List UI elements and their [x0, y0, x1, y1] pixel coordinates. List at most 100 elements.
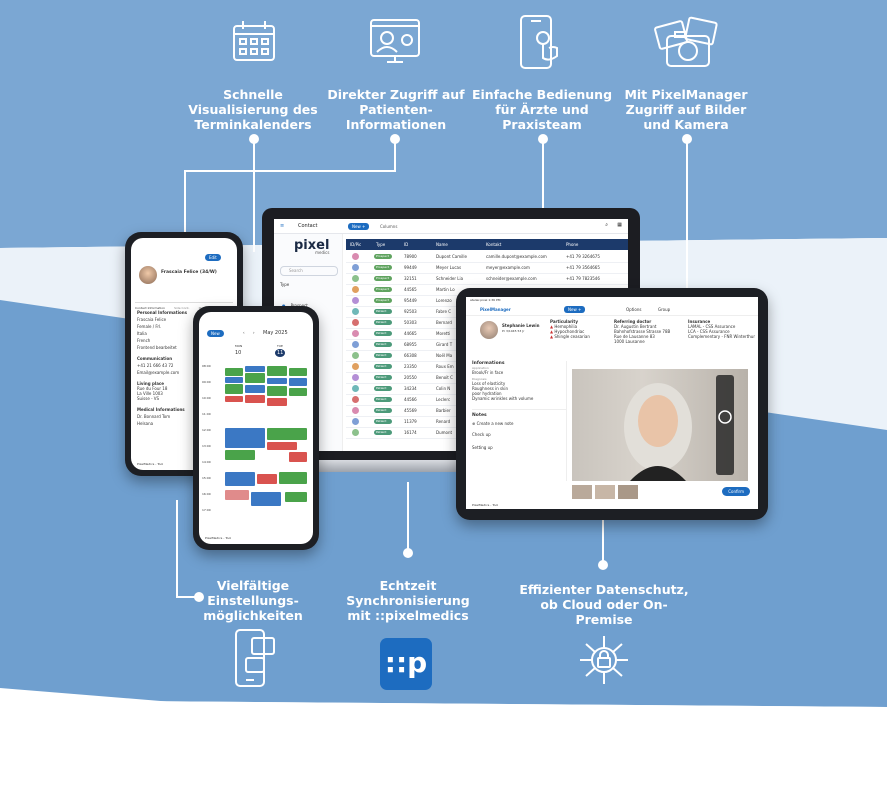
devices-settings-icon — [235, 629, 275, 687]
connector-line — [407, 482, 409, 552]
avatar — [480, 321, 498, 339]
connector-line — [542, 139, 544, 211]
appointment-block[interactable] — [225, 450, 255, 460]
appointment-block[interactable] — [225, 472, 255, 486]
table-cell-email: schneider@example.com — [486, 276, 537, 281]
appointment-block[interactable] — [267, 398, 287, 406]
appointment-block[interactable] — [225, 396, 243, 402]
calendar-month: May 2025 — [263, 330, 288, 336]
info-panel: Informations Application Brook/Fr in fac… — [472, 361, 567, 481]
avatar — [352, 275, 359, 282]
appointment-block[interactable] — [225, 490, 249, 500]
table-cell-id: 23350 — [404, 364, 417, 369]
avatar — [352, 341, 359, 348]
type-badge: Patient — [374, 419, 392, 424]
table-cell-id: 78900 — [404, 254, 417, 259]
tab-contact-info[interactable]: Contact Information — [135, 306, 165, 310]
tab-side-cont[interactable]: Side Cont. — [174, 306, 190, 310]
appointment-block[interactable] — [257, 474, 277, 484]
avatar — [352, 385, 359, 392]
phone-edit-button[interactable]: Edit — [205, 254, 221, 261]
avatar — [352, 429, 359, 436]
appointment-block[interactable] — [245, 373, 265, 383]
pixelmedics-logo-icon: ::p — [380, 638, 432, 690]
table-cell-name: Dupont Camille — [436, 254, 467, 259]
time-label: 09:00 — [202, 380, 211, 384]
grid-icon[interactable]: ▦ — [617, 222, 622, 228]
table-cell-name: Girard T — [436, 342, 453, 347]
particularity-block: Particularity ▲ Hemophilia ▲ Hypochondri… — [550, 319, 590, 339]
connector-line — [602, 520, 604, 566]
table-cell-phone: +41 79 3564665 — [566, 265, 600, 270]
group-button[interactable]: Group — [658, 307, 671, 312]
appointment-block[interactable] — [267, 378, 287, 384]
time-label: 17:00 — [202, 508, 211, 512]
table-cell-id: 95449 — [404, 298, 417, 303]
type-badge: Patient — [374, 364, 392, 369]
avatar — [352, 286, 359, 293]
selected-day[interactable]: 11 — [275, 349, 286, 357]
table-cell-name: Colin N — [436, 386, 451, 391]
feature-sync-label: Echtzeit Synchronisierung mit ::pixelmed… — [346, 578, 470, 623]
next-icon[interactable]: › — [253, 330, 255, 335]
table-cell-id: 44565 — [404, 287, 417, 292]
appointment-block[interactable] — [245, 395, 265, 403]
appointment-block[interactable] — [267, 386, 287, 396]
appointment-block[interactable] — [245, 366, 265, 372]
patient-name: Stephanie Lewin — [502, 323, 540, 328]
appointment-block[interactable] — [267, 442, 297, 450]
calendar-grid — [223, 364, 309, 524]
connector-line — [394, 139, 396, 171]
table-cell-id: 45569 — [404, 408, 417, 413]
calendar-new-button[interactable]: New — [207, 330, 224, 337]
table-cell-id: 68955 — [404, 342, 417, 347]
time-label: 14:00 — [202, 460, 211, 464]
tablet: atelier.pixel 1:36 PM PixelManager New +… — [456, 288, 768, 520]
create-note-button[interactable]: ⊕ Create a new note — [472, 421, 514, 426]
options-button[interactable]: Options — [626, 307, 642, 312]
table-cell-id: 34234 — [404, 386, 417, 391]
table-cell-name: Lorenzo — [436, 298, 452, 303]
new-button[interactable]: New + — [348, 223, 370, 230]
appointment-block[interactable] — [225, 377, 243, 383]
connector-dot — [682, 134, 692, 144]
appointment-block[interactable] — [289, 368, 307, 376]
avatar — [352, 352, 359, 359]
connector-dot — [598, 560, 608, 570]
table-cell-name: Dumont — [436, 430, 453, 435]
appointment-block[interactable] — [225, 368, 243, 376]
appointment-block[interactable] — [245, 385, 265, 393]
avatar — [352, 319, 359, 326]
tablet-new-button[interactable]: New + — [564, 306, 586, 313]
appointment-block[interactable] — [267, 428, 307, 440]
avatar — [352, 308, 359, 315]
filter-item-prospect[interactable]: ● Prospect — [282, 292, 308, 311]
confirm-button[interactable]: Confirm — [722, 487, 750, 496]
appointment-block[interactable] — [289, 388, 307, 396]
table-cell-id: 50303 — [404, 320, 417, 325]
search-icon[interactable]: ⌕ — [605, 222, 608, 228]
appointment-block[interactable] — [279, 472, 307, 484]
appointment-block[interactable] — [289, 452, 307, 462]
appointment-block[interactable] — [289, 378, 307, 386]
appointment-block[interactable] — [225, 384, 243, 394]
appointment-block[interactable] — [285, 492, 307, 502]
tablet-title: PixelManager — [480, 307, 511, 312]
appointment-block[interactable] — [251, 492, 281, 506]
table-cell-email: meyer@example.com — [486, 265, 530, 270]
thumbnail-strip[interactable] — [572, 485, 642, 499]
appointment-block[interactable] — [225, 428, 265, 448]
columns-button[interactable]: Columns — [380, 224, 398, 229]
sidebar-search-input[interactable]: Search — [280, 266, 338, 276]
appointment-block[interactable] — [267, 366, 287, 376]
table-cell-id: 11379 — [404, 419, 417, 424]
avatar — [352, 396, 359, 403]
prev-icon[interactable]: ‹ — [243, 330, 245, 335]
type-badge: Patient — [374, 331, 392, 336]
